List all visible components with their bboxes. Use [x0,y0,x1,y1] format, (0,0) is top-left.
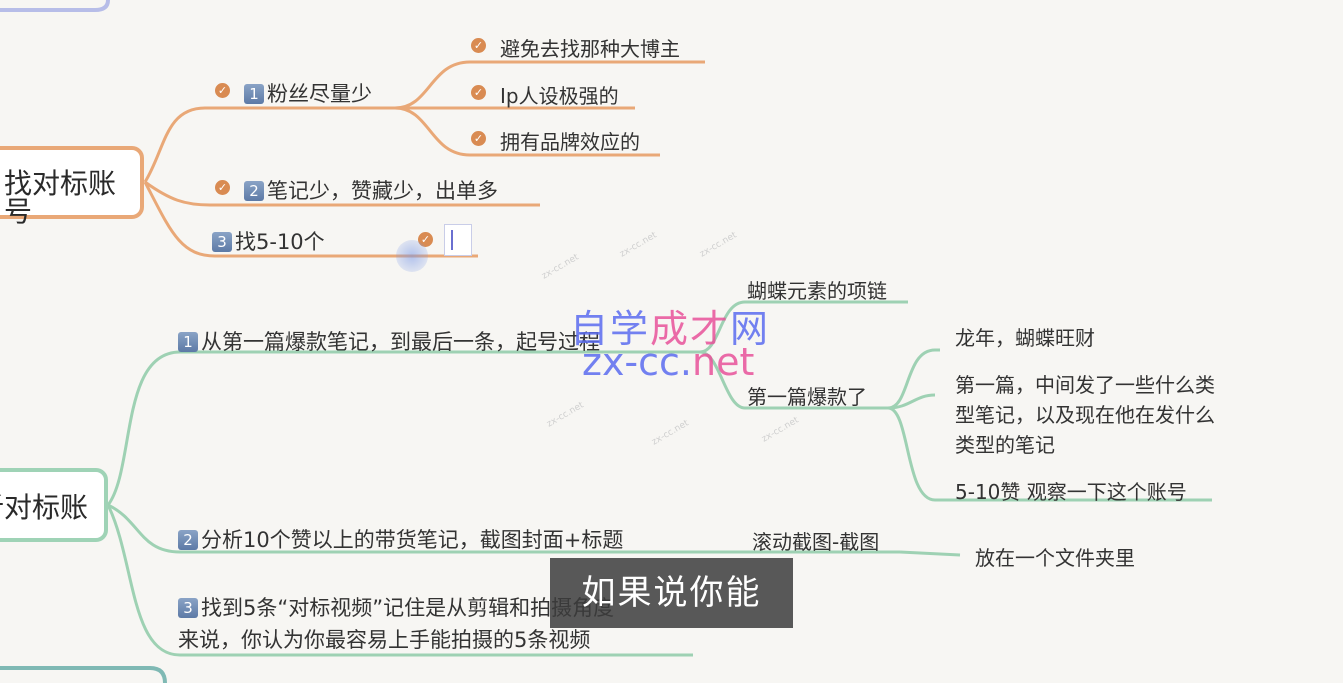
root-node-label: 找对标账号 [4,167,117,228]
number-badge: 1 [178,332,198,352]
watermark-logo: 自学成才网 [570,298,770,353]
video-subtitle: 如果说你能 [550,558,793,628]
root-node-find-target-accounts[interactable]: 找对标账号 [0,146,144,226]
branch-label: 从第一篇爆款笔记，到最后一条，起号过程 [201,330,600,354]
watermark-text: zx-cc. [582,340,693,384]
leaf-node[interactable]: 避免去找那种大博主 [500,37,680,61]
branch-label-line1: 找到5条“对标视频”记住是从剪辑和拍摄角度 [201,596,615,620]
leaf-node[interactable]: Ip人设极强的 [500,84,619,108]
leaf-node-line[interactable]: 型笔记，以及现在他在发什么 [955,403,1215,427]
number-badge: 2 [244,181,264,201]
task-check-icon[interactable]: ✓ [471,131,486,146]
root-node-label: 分析对标账号 [0,491,89,524]
number-badge: 1 [244,84,264,104]
root-node-analyze-target-accounts[interactable]: 分析对标账号 [0,468,108,542]
leaf-node-butterfly-necklace[interactable]: 蝴蝶元素的项链 [747,279,887,303]
branch-label: 分析10个赞以上的带货笔记，截图封面+标题 [201,528,624,552]
number-badge: 3 [212,232,232,252]
leaf-node[interactable]: 5-10赞 观察一下这个账号 [955,480,1187,504]
task-check-icon[interactable]: ✓ [215,180,230,195]
branch-label: 粉丝尽量少 [267,82,372,106]
branch-label: 笔记少，赞藏少，出单多 [267,179,498,203]
leaf-node-folder[interactable]: 放在一个文件夹里 [975,546,1135,570]
task-check-icon[interactable]: ✓ [215,83,230,98]
number-badge: 2 [178,530,198,550]
watermark-text: 网 [730,307,771,351]
leaf-node[interactable]: 龙年，蝴蝶旺财 [955,326,1095,350]
mouse-pointer-icon [396,240,428,272]
watermark-url: zx-cc.net [582,340,754,384]
watermark-text: 自学 [570,307,651,351]
task-check-icon[interactable]: ✓ [471,38,486,53]
leaf-node[interactable]: 拥有品牌效应的 [500,130,640,154]
watermark-text: 成才 [650,307,731,351]
branch-label: 找5-10个 [235,230,325,254]
text-edit-box[interactable] [444,224,472,256]
leaf-node-first-hit[interactable]: 第一篇爆款了 [747,385,867,409]
leaf-node-line[interactable]: 第一篇，中间发了一些什么类 [955,373,1215,397]
watermark-text: net [692,340,755,384]
task-check-icon[interactable]: ✓ [471,85,486,100]
number-badge: 3 [178,598,198,618]
leaf-node-line[interactable]: 类型的笔记 [955,433,1055,457]
leaf-node-scroll-screenshot[interactable]: 滚动截图-截图 [752,530,880,554]
branch-label-line2[interactable]: 来说，你认为你最容易上手能拍摄的5条视频 [178,628,591,652]
